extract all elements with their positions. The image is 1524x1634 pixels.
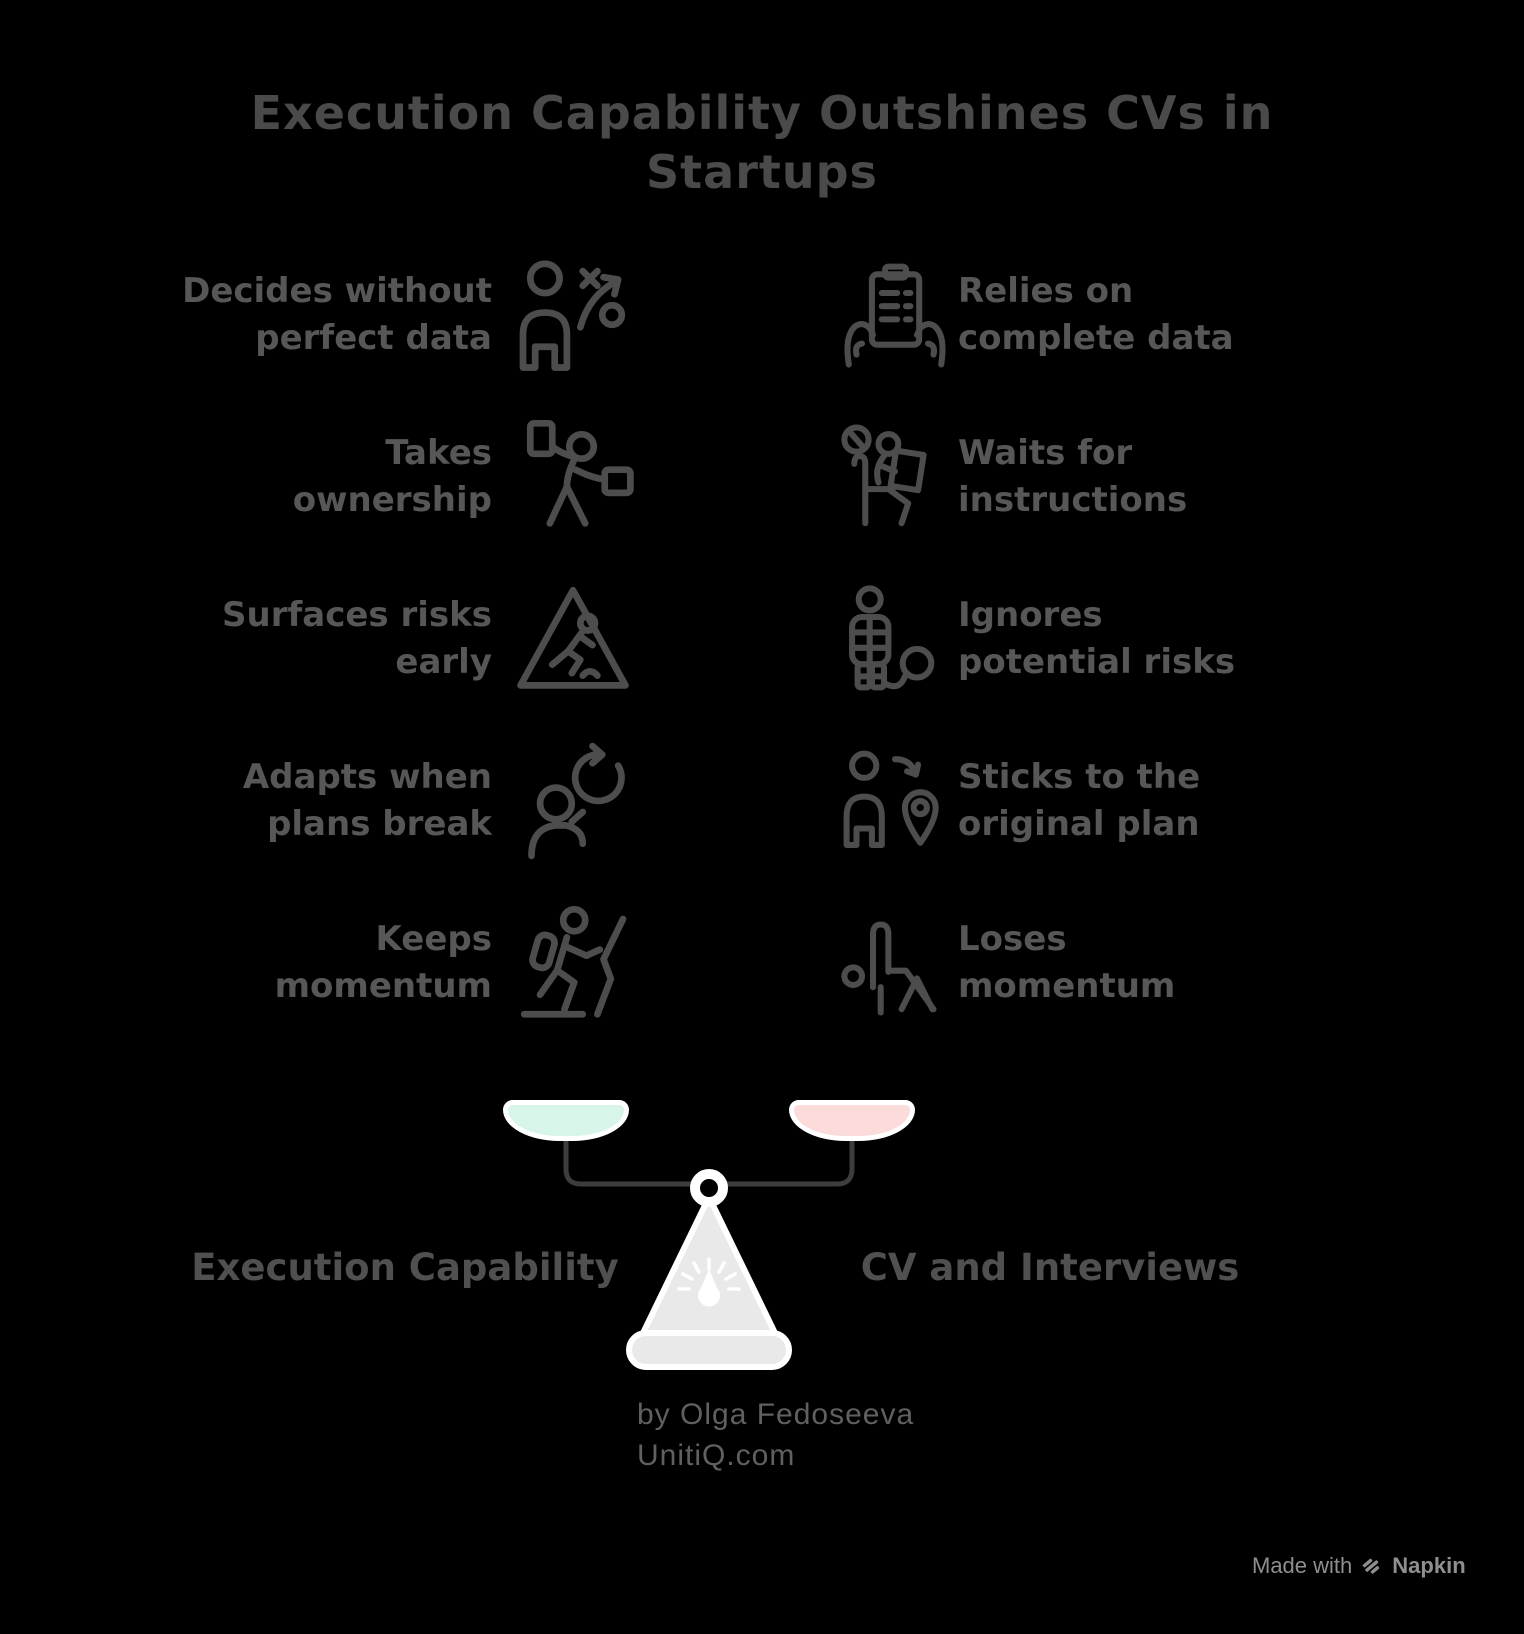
referee-cards-icon [512, 416, 634, 538]
scale-base [626, 1330, 792, 1370]
comparison-row: Decides without perfect data Re [0, 240, 1524, 390]
scale-left-label: Execution Capability [191, 1246, 619, 1289]
left-item-label: Adapts when plans break [242, 757, 492, 844]
strategy-decision-icon [512, 254, 634, 376]
made-with-text: Made with [1252, 1553, 1353, 1578]
comparison-row: Keeps momentum Loses momentum [0, 888, 1524, 1038]
comparison-row: Adapts when plans break Sticks to the or… [0, 726, 1524, 876]
left-item-label: Takes ownership [292, 433, 492, 520]
scale-pointer-candle [677, 1257, 741, 1307]
scale-pivot-ring [690, 1169, 728, 1207]
scale-right-label: CV and Interviews [860, 1246, 1240, 1289]
page-title: Execution Capability Outshines CVs in St… [250, 86, 1274, 199]
clipboard-hands-icon [840, 260, 950, 370]
person-refresh-icon [512, 740, 634, 862]
right-item-label: Ignores potential risks [958, 595, 1236, 682]
author-credit: by Olga Fedoseeva UnitiQ.com [637, 1394, 914, 1476]
person-location-pin-icon [840, 746, 950, 856]
left-item-label: Surfaces risks early [222, 595, 492, 682]
mummy-ball-chain-icon [840, 584, 950, 694]
napkin-logo-icon [1363, 1558, 1380, 1574]
right-item-label: Loses momentum [958, 919, 1176, 1006]
author-website: UnitiQ.com [637, 1439, 796, 1472]
balance-scale-illustration [563, 1134, 855, 1370]
author-byline: by Olga Fedoseeva [637, 1398, 915, 1431]
napkin-brand-text: Napkin [1392, 1553, 1466, 1578]
seated-reading-ban-icon [840, 422, 950, 532]
made-with-napkin: Made with Napkin [1252, 1553, 1466, 1579]
slumped-person-icon [840, 908, 950, 1018]
comparison-row: Surfaces risks early [0, 564, 1524, 714]
right-item-label: Relies on complete data [958, 271, 1234, 358]
left-item-label: Keeps momentum [274, 919, 492, 1006]
right-item-label: Waits for instructions [958, 433, 1188, 520]
comparison-row: Takes ownership [0, 402, 1524, 552]
hiker-climbing-icon [512, 902, 634, 1024]
slip-warning-triangle-icon [512, 578, 634, 700]
right-item-label: Sticks to the original plan [958, 757, 1201, 844]
left-item-label: Decides without perfect data [182, 271, 492, 358]
